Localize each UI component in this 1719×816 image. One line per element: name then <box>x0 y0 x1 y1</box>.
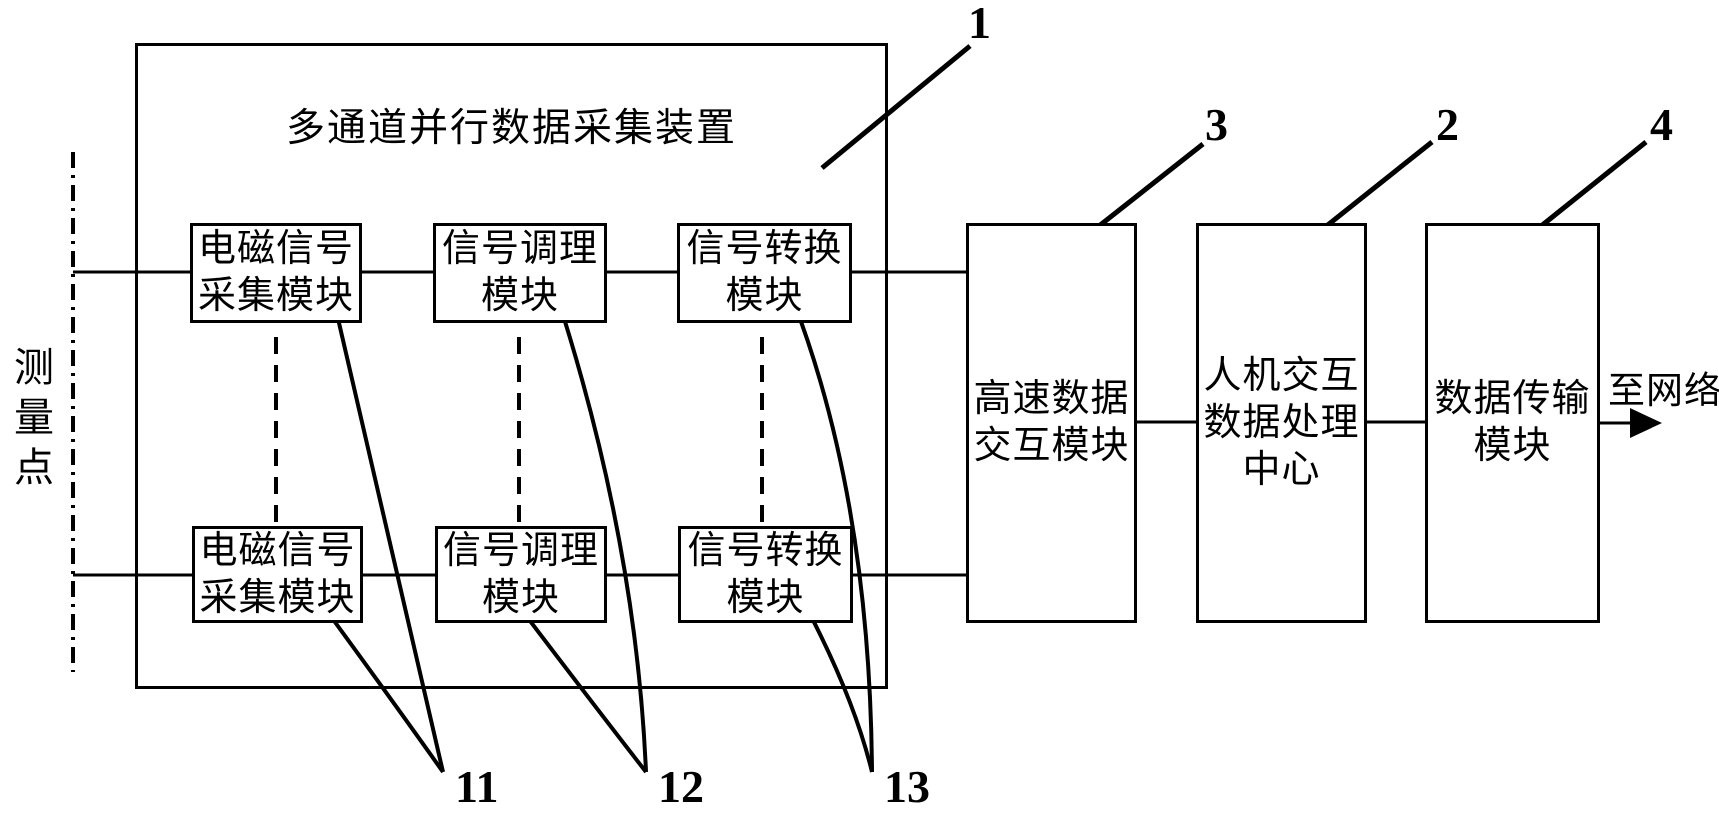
ref-number-conv: 13 <box>884 761 930 812</box>
ref-number-cond: 12 <box>658 761 704 812</box>
leader-line-ref-1 <box>820 44 972 170</box>
module-label-line: 人机交互 <box>1203 354 1360 397</box>
ref-number-highspeed: 3 <box>1205 99 1228 150</box>
hmi-data-processing-center: 人机交互 数据处理 中心 <box>1196 223 1367 623</box>
module-label-line: 数据处理 <box>1203 401 1360 444</box>
ref-number-hmi: 2 <box>1436 99 1459 150</box>
highspeed-data-interaction-module: 高速数据 交互模块 <box>966 223 1137 623</box>
acquisition-device-boundary <box>135 43 888 689</box>
network-arrow-head <box>1630 408 1662 438</box>
module-label-line: 模块 <box>481 576 560 619</box>
module-label-line: 数据传输 <box>1434 378 1591 420</box>
module-label-line: 信号调理 <box>441 228 598 270</box>
measurement-point-label: 测量点 <box>8 346 53 496</box>
leader-line-ref-13-from-top-box <box>791 299 874 773</box>
em-signal-acquisition-module-bottom: 电磁信号 采集模块 <box>192 526 363 623</box>
module-label-line: 高速数据 <box>973 378 1130 420</box>
ref-number-em: 11 <box>455 761 499 812</box>
module-label-line: 交互模块 <box>973 425 1130 467</box>
module-label-line: 信号转换 <box>686 228 843 270</box>
module-label-line: 中心 <box>1242 448 1321 491</box>
module-label-line: 采集模块 <box>199 576 356 619</box>
module-label-line: 采集模块 <box>197 275 354 317</box>
leader-line-ref-12-from-top-box <box>554 292 648 773</box>
em-signal-acquisition-module-top: 电磁信号 采集模块 <box>190 223 362 323</box>
leader-line-ref-11-from-top-box <box>331 296 445 773</box>
module-label-line: 电磁信号 <box>197 228 354 270</box>
module-label-line: 模块 <box>480 275 559 317</box>
signal-conditioning-module-bottom: 信号调理 模块 <box>435 526 607 623</box>
module-label-line: 模块 <box>1473 425 1552 467</box>
signal-conditioning-module-top: 信号调理 模块 <box>433 223 607 323</box>
to-network-label: 至网络 <box>1608 371 1719 412</box>
module-label-line: 信号调理 <box>442 529 599 572</box>
signal-conversion-module-bottom: 信号转换 模块 <box>678 526 853 623</box>
data-transmission-module: 数据传输 模块 <box>1425 223 1600 623</box>
module-label-line: 模块 <box>725 275 804 317</box>
ref-number-transmit: 4 <box>1650 99 1673 150</box>
module-label-line: 信号转换 <box>687 529 844 572</box>
ref-number-device: 1 <box>968 0 991 48</box>
signal-conversion-module-top: 信号转换 模块 <box>677 223 852 323</box>
device-title: 多通道并行数据采集装置 <box>285 107 737 150</box>
module-label-line: 模块 <box>726 576 805 619</box>
module-label-line: 电磁信号 <box>199 529 356 572</box>
